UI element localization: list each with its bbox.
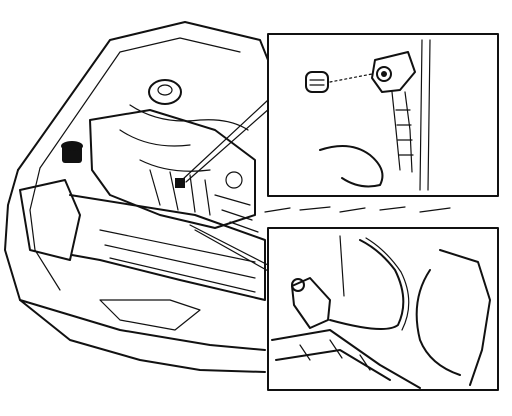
mounting-rail-hatch [299,339,371,371]
hood-inner-line [39,37,241,169]
left-fender-inner [29,167,61,291]
insertion-path [329,73,373,83]
intake-flange [225,171,243,189]
connector-plug [291,277,331,329]
engine-side-detail [214,194,259,233]
reservoir-cap-inner [157,84,173,96]
inset-bottom-connector-detail [267,227,499,391]
inset-top-sensor-detail [267,33,499,197]
bottom-inset-left-edge [339,235,345,297]
front-grille [69,194,266,301]
left-fender [4,169,266,373]
bumper-lower [19,299,266,351]
sensor-cap-hatch [309,79,325,86]
bumper-detail [99,299,201,331]
connector-wire [329,239,405,330]
engine-details [149,169,211,216]
headlight [19,179,81,261]
engine-block [89,109,256,229]
hatch-marks [264,206,451,213]
reservoir-cap [148,79,182,105]
mounting-rail [271,329,421,389]
leader-line-bottom [189,224,271,273]
connector-pin [291,278,305,292]
engine-hoses [119,104,249,172]
battery-top [61,141,83,151]
hood-outline [17,21,269,171]
connector-wire-inner [365,237,410,331]
main-engine-view [4,21,451,373]
sensor-core [381,71,387,77]
top-inset-right-edge [419,39,431,191]
sensor-cap [305,71,329,93]
leader-line-top [181,99,271,183]
top-hose [319,145,384,188]
inset-top-frame [267,33,499,197]
sensor-bracket [371,51,416,93]
grille-slats [99,229,256,293]
bottom-inset-housing [415,249,491,386]
sensor-hole [376,66,392,82]
sensor-stem-hatch [395,109,414,156]
sensor-target [175,178,185,188]
sensor-stem [391,91,413,173]
